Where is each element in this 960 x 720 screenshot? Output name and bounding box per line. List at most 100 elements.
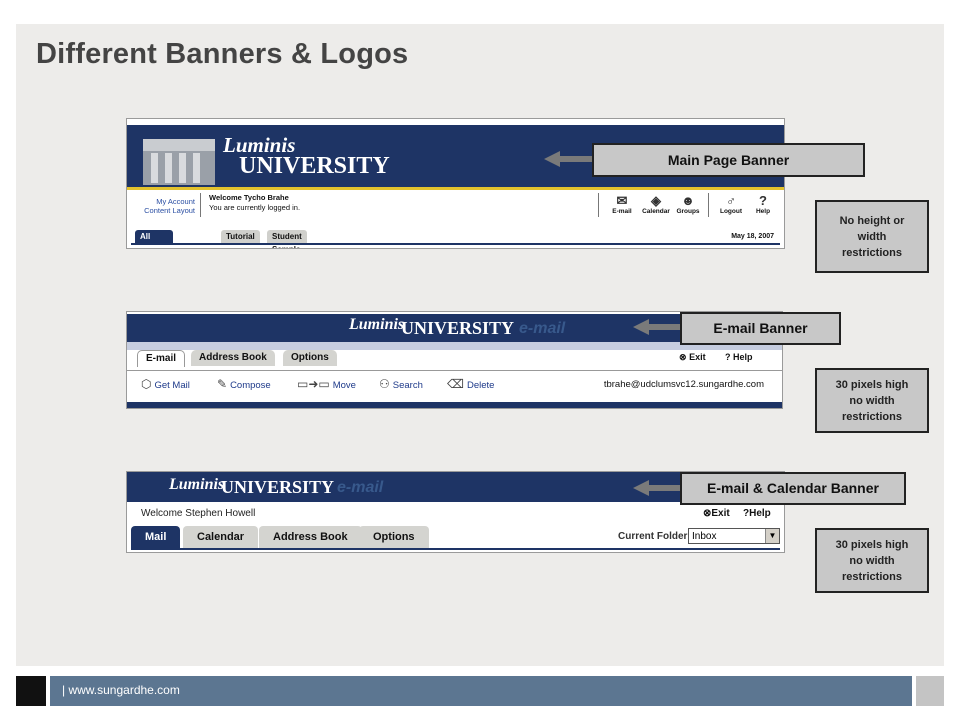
footer-grey-square <box>916 676 944 706</box>
logout-label: Logout <box>719 208 743 215</box>
note-no-restrictions: No height or width restrictions <box>815 200 929 273</box>
compose-button[interactable]: ✎Compose <box>217 377 271 391</box>
divider <box>708 193 709 217</box>
help-label: Help <box>755 208 771 215</box>
tab-mail[interactable]: Mail <box>131 526 181 548</box>
sub-header-bar <box>127 342 782 350</box>
search-button[interactable]: ⚇Search <box>379 377 423 391</box>
slide-title: Different Banners & Logos <box>36 38 409 70</box>
delete-button[interactable]: ⌫Delete <box>447 377 494 391</box>
folder-select-value: Inbox <box>692 531 717 542</box>
building-image <box>143 139 215 185</box>
left-arrow-icon <box>633 319 683 335</box>
tab-options[interactable]: Options <box>359 526 429 548</box>
search-label: Search <box>392 380 423 391</box>
groups-label: Groups <box>676 208 700 215</box>
close-icon: ⊗ <box>679 352 687 362</box>
exit-label: Exit <box>711 508 730 519</box>
tab-options[interactable]: Options <box>283 350 337 366</box>
tab-underline <box>131 243 780 245</box>
bottom-bar <box>127 402 782 408</box>
note-30px-email: 30 pixels high no width restrictions <box>815 368 929 433</box>
divider <box>200 193 201 217</box>
logo-script: Luminis <box>349 316 405 333</box>
help-label: Help <box>733 352 753 362</box>
help-icon: ? <box>725 352 731 362</box>
tab-calendar[interactable]: Calendar <box>183 526 259 548</box>
envelope-icon: ✉ <box>616 193 628 208</box>
help-label: Help <box>749 508 771 519</box>
logo-university: UNIVERSITY <box>401 318 515 338</box>
callout-email-calendar-banner: E-mail & Calendar Banner <box>680 472 906 505</box>
note-line: 30 pixels high <box>835 538 909 551</box>
logo-university: UNIVERSITY <box>239 153 390 179</box>
logout-icon: ♂ <box>726 193 736 208</box>
help-icon: ? <box>759 193 767 208</box>
calendar-shortcut[interactable]: ◈ Calendar <box>637 193 675 215</box>
note-line: No height or <box>839 214 905 227</box>
tab-tutorial[interactable]: Tutorial <box>221 230 260 243</box>
welcome-text: Welcome Stephen Howell <box>141 508 256 519</box>
calendar-label: Calendar <box>642 208 670 215</box>
footer-url[interactable]: | www.sungardhe.com <box>62 683 180 697</box>
logo-script: Luminis <box>169 476 225 493</box>
delete-label: Delete <box>466 380 495 391</box>
welcome-name: Welcome Tycho Brahe <box>209 193 289 202</box>
tab-student-sample[interactable]: Student Sample <box>267 230 307 248</box>
content-layout-link[interactable]: Content Layout <box>144 206 195 215</box>
binoculars-icon: ⚇ <box>379 377 390 391</box>
compose-icon: ✎ <box>217 377 228 391</box>
move-label: Move <box>332 380 356 391</box>
tab-address-book[interactable]: Address Book <box>259 526 362 548</box>
note-line: restrictions <box>842 410 902 423</box>
current-folder-label: Current Folder: <box>618 531 691 542</box>
email-shortcut[interactable]: ✉ E-mail <box>607 193 637 215</box>
tab-address-book[interactable]: Address Book <box>191 350 275 366</box>
move-to-folder-icon: ▭➜▭ <box>297 377 330 391</box>
groups-icon: ☻ <box>681 193 695 208</box>
account-links: My Account Content Layout <box>135 197 195 215</box>
tab-all-users-sample[interactable]: All Users Sample <box>135 230 174 248</box>
get-mail-icon: ⬡ <box>141 377 152 391</box>
tab-email[interactable]: E-mail <box>137 350 186 367</box>
note-line: restrictions <box>842 570 902 583</box>
logout-shortcut[interactable]: ♂ Logout <box>715 193 747 215</box>
help-link[interactable]: ?Help <box>743 508 771 519</box>
note-line: no width <box>849 554 895 567</box>
help-link[interactable]: ? Help <box>725 352 753 362</box>
exit-link[interactable]: ⊗Exit <box>703 508 730 519</box>
accent-line <box>127 187 784 190</box>
folder-select[interactable]: Inbox ▼ <box>688 528 780 544</box>
compose-label: Compose <box>230 380 271 391</box>
get-mail-button[interactable]: ⬡Get Mail <box>141 377 190 391</box>
logo-email: e-mail <box>519 320 566 337</box>
left-arrow-icon <box>633 480 683 496</box>
note-30px-email-calendar: 30 pixels high no width restrictions <box>815 528 929 593</box>
date-label: May 18, 2007 <box>731 233 774 240</box>
my-account-link[interactable]: My Account <box>156 197 195 206</box>
note-line: no width <box>849 394 895 407</box>
get-mail-label: Get Mail <box>154 380 190 391</box>
divider <box>598 193 599 217</box>
footer-bar: | www.sungardhe.com <box>50 676 912 706</box>
email-label: E-mail <box>612 208 632 215</box>
tab-underline <box>131 548 780 550</box>
move-button[interactable]: ▭➜▭Move <box>297 377 356 391</box>
exit-link[interactable]: ⊗ Exit <box>679 352 706 363</box>
welcome-block: Welcome Tycho Brahe You are currently lo… <box>209 193 300 213</box>
main-page-banner-screenshot: Luminis UNIVERSITY My Account Content La… <box>126 118 785 249</box>
note-line: width <box>857 230 887 243</box>
chevron-down-icon[interactable]: ▼ <box>765 529 779 543</box>
logo-university: UNIVERSITY <box>221 477 335 497</box>
callout-main-page-banner: Main Page Banner <box>592 143 865 177</box>
help-icon: ? <box>743 508 750 519</box>
user-email-address: tbrahe@udclumsvc12.sungardhe.com <box>603 379 764 390</box>
calendar-icon: ◈ <box>651 193 661 208</box>
callout-email-banner: E-mail Banner <box>680 312 841 345</box>
footer-black-block <box>16 676 46 706</box>
close-icon: ⊗ <box>703 508 712 519</box>
groups-shortcut[interactable]: ☻ Groups <box>673 193 703 215</box>
mail-toolbar: ⬡Get Mail ✎Compose ▭➜▭Move ⚇Search ⌫Dele… <box>127 370 782 399</box>
help-shortcut[interactable]: ? Help <box>749 193 777 215</box>
logo-script: Luminis <box>223 133 296 157</box>
